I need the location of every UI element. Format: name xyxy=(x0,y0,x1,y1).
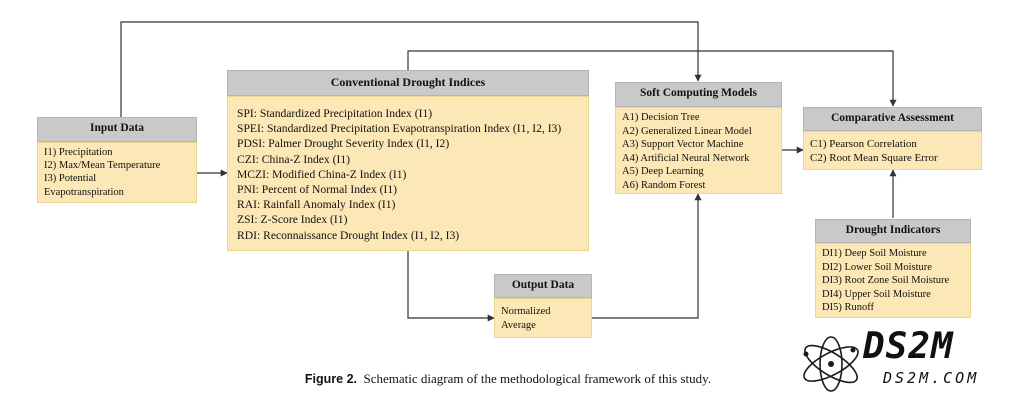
list-item: SPEI: Standardized Precipitation Evapotr… xyxy=(237,122,562,136)
list-item: A1) Decision Tree xyxy=(622,112,700,123)
comparative-assessment-box: Comparative Assessment C1) Pearson Corre… xyxy=(803,107,982,170)
watermark-wordmark: DS2M xyxy=(863,326,954,367)
list-item: Normalized xyxy=(501,306,551,317)
output-data-title: Output Data xyxy=(494,274,592,298)
list-item: Evapotranspiration xyxy=(44,186,124,198)
input-data-title: Input Data xyxy=(37,117,197,142)
figure-label: Figure 2. xyxy=(304,372,358,386)
atom-icon xyxy=(803,336,859,392)
list-item: RDI: Reconnaissance Drought Index (I1, I… xyxy=(237,228,460,242)
watermark-logo: DS2M DS2M.COM xyxy=(795,326,1010,398)
watermark-url: DS2M.COM xyxy=(883,369,980,387)
list-item: A6) Random Forest xyxy=(622,179,706,191)
list-item: A2) Generalized Linear Model xyxy=(622,125,752,137)
arrow-output-to-soft-computing xyxy=(592,193,702,319)
conventional-indices-box: Conventional Drought Indices SPI: Standa… xyxy=(227,70,589,251)
soft-computing-title: Soft Computing Models xyxy=(615,82,782,107)
arrow-conventional-to-comparative xyxy=(407,50,897,107)
drought-indicators-title: Drought Indicators xyxy=(815,219,971,243)
list-item: SPI: Standardized Precipitation Index (I… xyxy=(237,107,433,120)
list-item: DI5) Runoff xyxy=(822,302,875,314)
list-item: MCZI: Modified China-Z Index (I1) xyxy=(237,167,407,181)
figure-caption: Figure 2. Schematic diagram of the metho… xyxy=(0,371,1016,387)
list-item: C2) Root Mean Square Error xyxy=(810,152,938,164)
list-item: DI4) Upper Soil Moisture xyxy=(822,288,931,300)
list-item: I3) Potential xyxy=(44,173,97,185)
list-item: I2) Max/Mean Temperature xyxy=(44,160,161,172)
list-item: I1) Precipitation xyxy=(44,147,113,158)
list-item: DI3) Root Zone Soil Moisture xyxy=(822,275,950,287)
comparative-assessment-title: Comparative Assessment xyxy=(803,107,982,131)
conventional-indices-list: SPI: Standardized Precipitation Index (I… xyxy=(227,96,589,251)
list-item: RAI: Rainfall Anomaly Index (I1) xyxy=(237,198,396,212)
arrow-conventional-to-output xyxy=(407,251,495,322)
list-item: A5) Deep Learning xyxy=(622,166,704,178)
list-item: ZSI: Z-Score Index (I1) xyxy=(237,213,348,227)
list-item: PNI: Percent of Normal Index (I1) xyxy=(237,183,398,197)
figure-caption-text: Schematic diagram of the methodological … xyxy=(363,371,712,386)
list-item: CZI: China-Z Index (I1) xyxy=(237,152,351,166)
list-item: PDSI: Palmer Drought Severity Index (I1,… xyxy=(237,137,450,151)
list-item: A3) Support Vector Machine xyxy=(622,139,744,151)
list-item: DI1) Deep Soil Moisture xyxy=(822,248,927,259)
list-item: DI2) Lower Soil Moisture xyxy=(822,261,932,273)
conventional-indices-title: Conventional Drought Indices xyxy=(227,70,589,96)
list-item: C1) Pearson Correlation xyxy=(810,138,917,150)
list-item: Average xyxy=(501,319,536,331)
drought-indicators-box: Drought Indicators DI1) Deep Soil Moistu… xyxy=(815,219,971,318)
list-item: A4) Artificial Neural Network xyxy=(622,152,750,164)
